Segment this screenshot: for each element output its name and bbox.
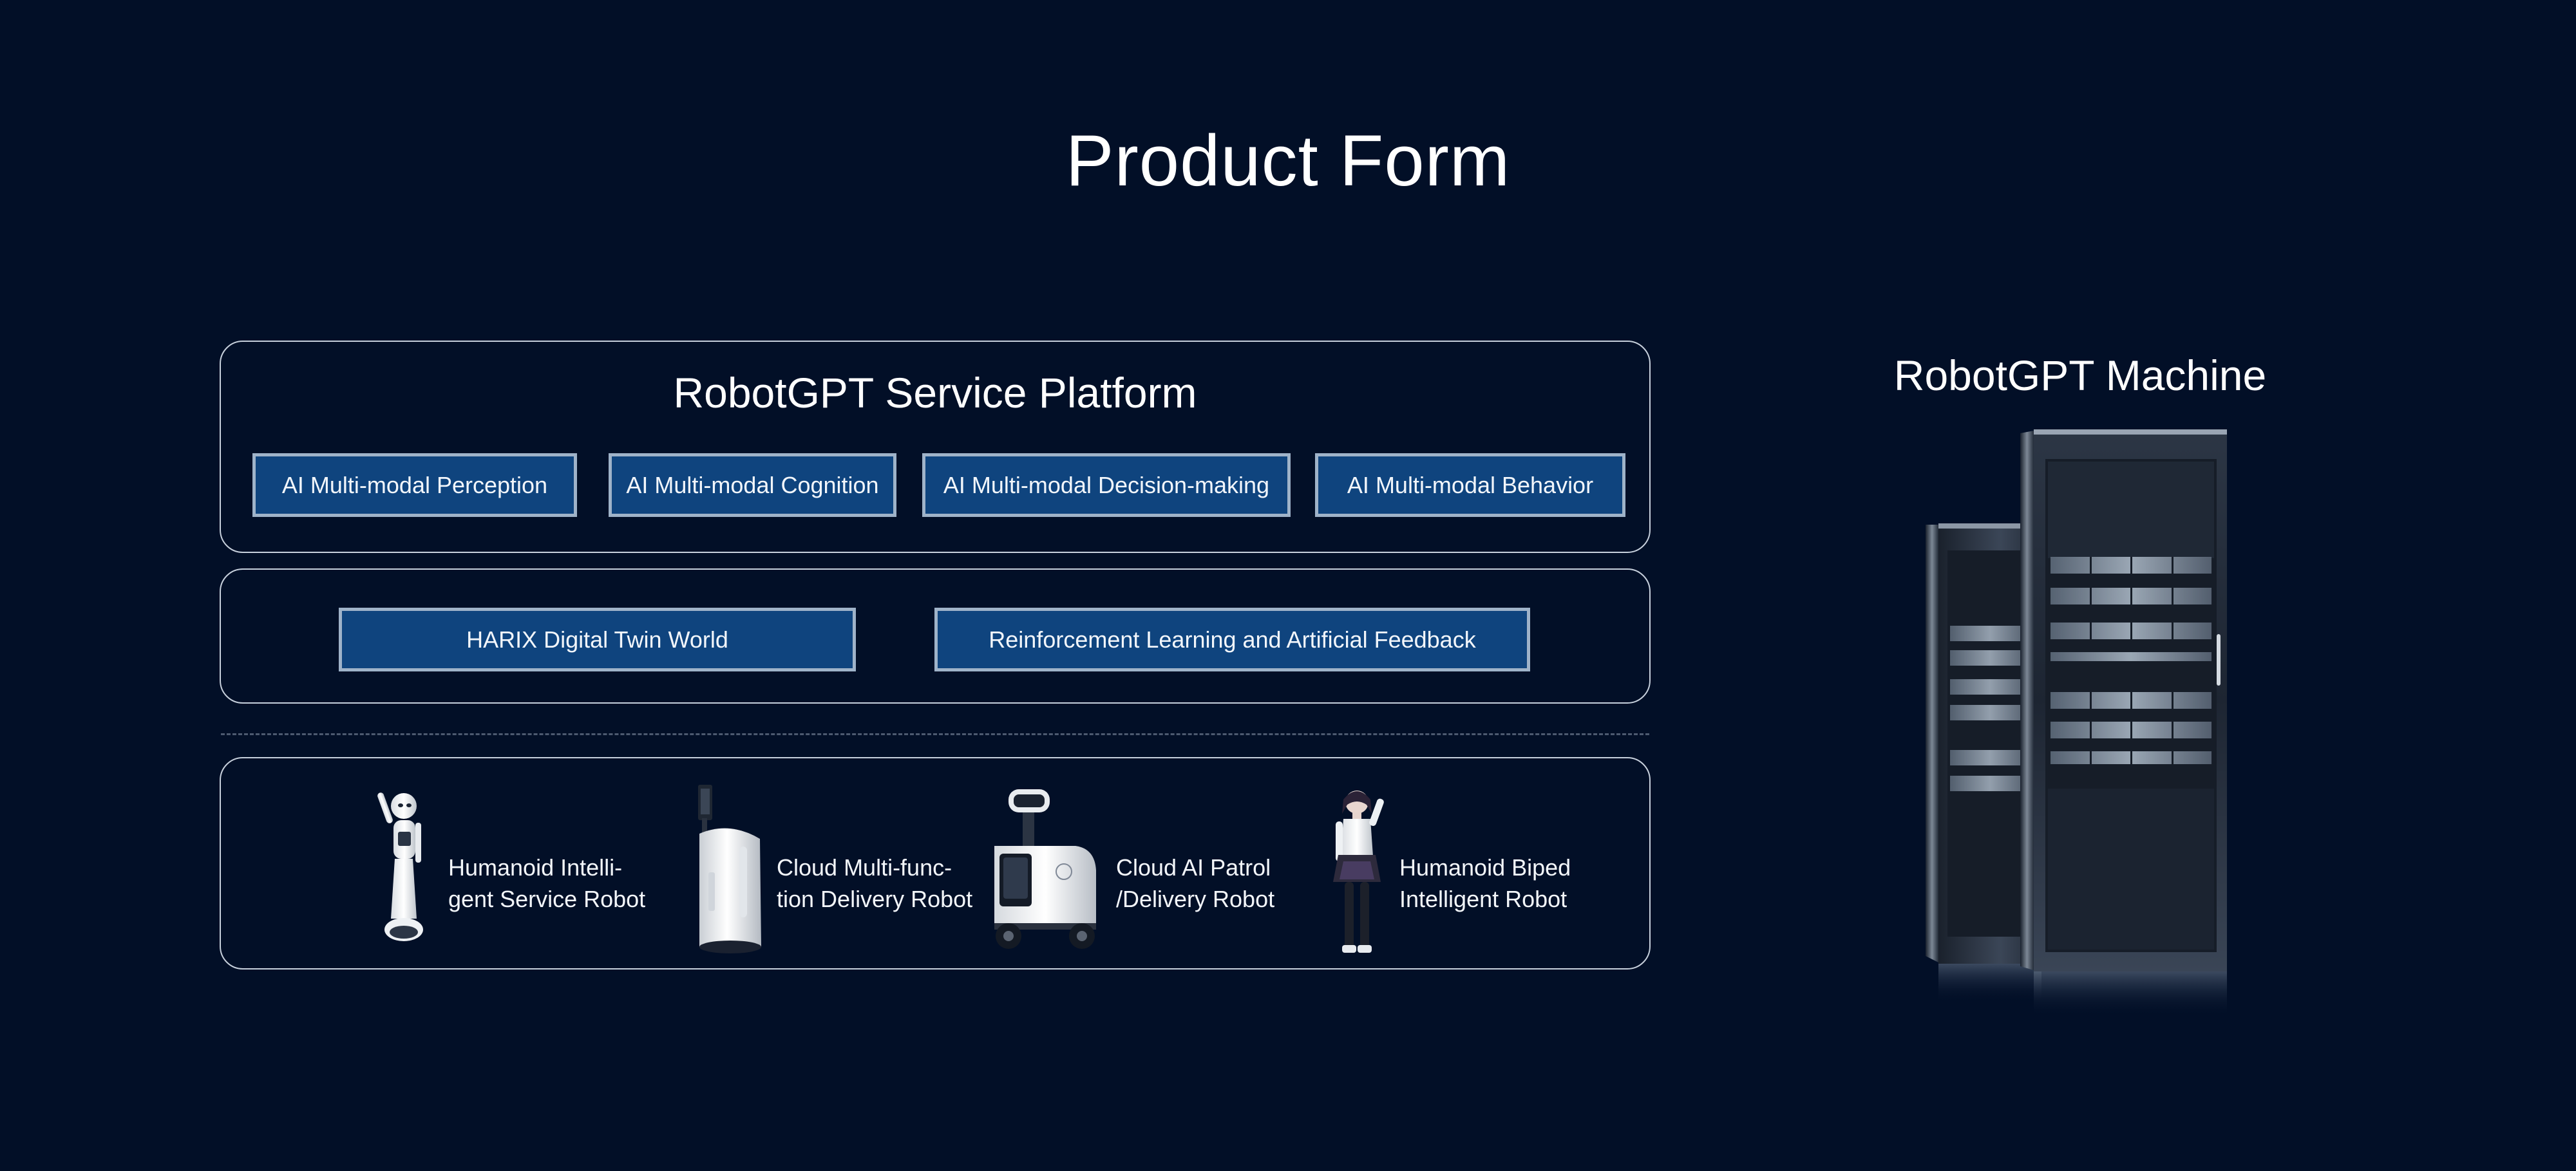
robot-label-delivery: Cloud Multi-func- tion Delivery Robot [777,852,972,915]
module-cognition: AI Multi-modal Cognition [609,453,896,517]
humanoid-service-robot-icon [377,792,423,941]
page-title: Product Form [1065,120,1511,201]
biped-robot-icon [1333,791,1384,953]
robot-label-line: gent Service Robot [448,886,646,912]
robot-label-line: tion Delivery Robot [777,886,973,912]
server-rack-icon [1926,429,2227,1016]
module-perception: AI Multi-modal Perception [252,453,577,517]
machine-title: RobotGPT Machine [1893,351,2267,399]
module-decision-making: AI Multi-modal Decision-making [922,453,1291,517]
service-platform-title: RobotGPT Service Platform [673,369,1197,417]
robot-label-biped: Humanoid Biped Intelligent Robot [1399,852,1571,915]
robot-label-line: Humanoid Intelli- [448,854,623,881]
module-behavior: AI Multi-modal Behavior [1315,453,1625,517]
module-harix-digital-twin: HARIX Digital Twin World [339,608,856,671]
section-divider [221,733,1649,735]
robot-label-line: Cloud AI Patrol [1116,854,1271,881]
robot-label-patrol: Cloud AI Patrol /Delivery Robot [1116,852,1274,915]
service-platform-panel [220,341,1651,553]
module-reinforcement-learning: Reinforcement Learning and Artificial Fe… [934,608,1530,671]
robot-label-line: Cloud Multi-func- [777,854,952,881]
robot-label-humanoid-service: Humanoid Intelli- gent Service Robot [448,852,645,915]
support-panel [220,568,1651,704]
robots-panel [220,757,1651,970]
robot-label-line: Intelligent Robot [1399,886,1567,912]
patrol-robot-icon [994,789,1096,949]
robot-label-line: Humanoid Biped [1399,854,1571,881]
delivery-robot-icon [698,785,761,953]
robot-label-line: /Delivery Robot [1116,886,1275,912]
